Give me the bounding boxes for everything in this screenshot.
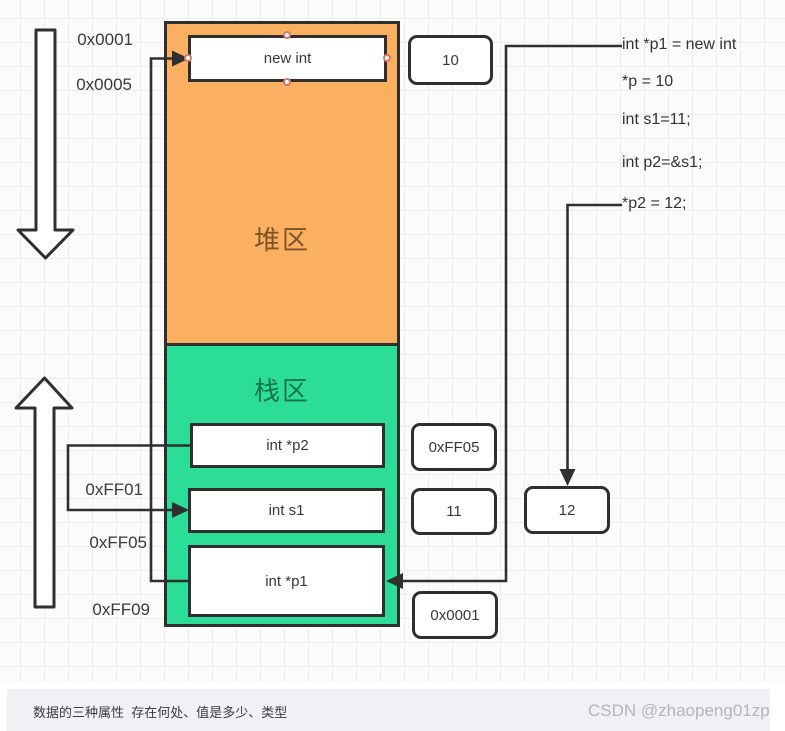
heap-cell-new-int: new int bbox=[188, 35, 387, 82]
address-label-0xff05: 0xFF05 bbox=[89, 533, 147, 552]
stack-cell-int-p1: int *p1 bbox=[188, 545, 385, 617]
code-line-s1-11: int s1=11; bbox=[622, 111, 691, 128]
value-box-heap-10: 10 bbox=[408, 35, 493, 85]
address-label-0x0005: 0x0005 bbox=[76, 75, 132, 94]
csdn-watermark: CSDN @zhaopeng01zp bbox=[588, 701, 770, 720]
address-label-0xff01: 0xFF01 bbox=[85, 480, 143, 499]
selection-handle-top[interactable] bbox=[283, 31, 291, 39]
code-line-deref-p2-12: *p2 = 12; bbox=[622, 195, 687, 212]
code-line-deref-p-10: *p = 10 bbox=[622, 73, 674, 90]
stack-cell-int-s1: int s1 bbox=[188, 488, 385, 533]
value-box-p2-0xff05: 0xFF05 bbox=[411, 423, 497, 471]
stack-region-label: 栈区 bbox=[253, 376, 310, 406]
footer-caption-text: 数据的三种属性 存在何处、值是多少、类型 bbox=[33, 705, 288, 720]
address-label-0xff09: 0xFF09 bbox=[92, 600, 150, 619]
value-box-p1-0x0001: 0x0001 bbox=[412, 591, 498, 639]
selection-handle-left[interactable] bbox=[184, 54, 192, 62]
code-line-new-int: int *p1 = new int bbox=[622, 36, 737, 53]
heap-region-label: 堆区 bbox=[253, 225, 310, 255]
value-box-s1-11: 11 bbox=[411, 488, 497, 535]
selection-handle-right[interactable] bbox=[383, 54, 391, 62]
footer-caption-bar: 数据的三种属性 存在何处、值是多少、类型 bbox=[7, 689, 770, 731]
memory-rectangle: 堆区 栈区 bbox=[164, 21, 400, 627]
selection-handle-bottom[interactable] bbox=[283, 78, 291, 86]
stack-cell-int-p2: int *p2 bbox=[190, 423, 385, 468]
address-label-0x0001: 0x0001 bbox=[77, 30, 133, 49]
value-box-assigned-12: 12 bbox=[524, 486, 610, 534]
code-line-p2-addr-s1: int p2=&s1; bbox=[622, 154, 703, 171]
